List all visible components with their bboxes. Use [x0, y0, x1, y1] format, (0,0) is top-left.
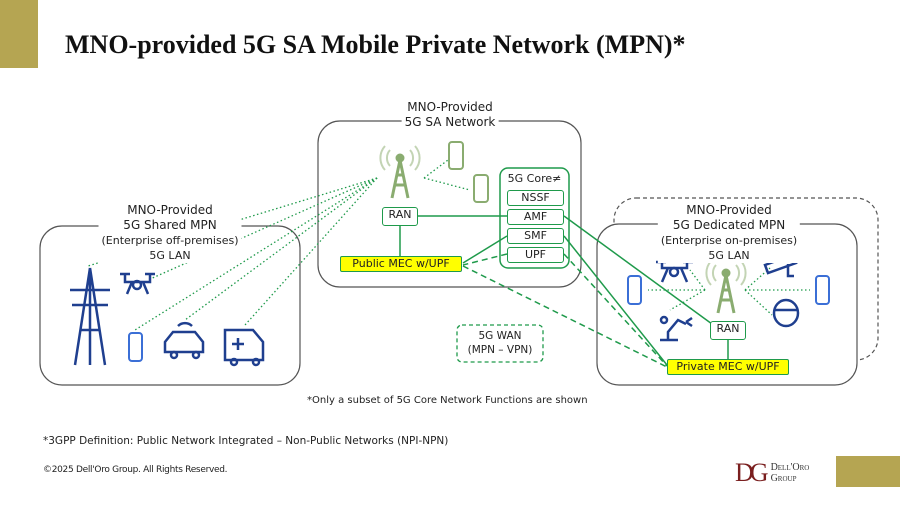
public-mec-node: Public MEC w/UPF	[340, 256, 462, 272]
smartphone-icon	[627, 275, 642, 305]
logo-text: Dell'Oro Group	[771, 462, 810, 484]
core-function-upf: UPF	[507, 247, 564, 263]
label-line: 5G LAN	[149, 249, 191, 262]
cell-tower-icon	[379, 145, 421, 199]
gold-accent-block	[0, 0, 38, 68]
label-line: MNO-Provided	[407, 100, 493, 114]
dedicated-mpn-label: MNO-Provided 5G Dedicated MPN (Enterpris…	[657, 203, 801, 263]
label-line: MNO-Provided	[127, 203, 213, 217]
logo-line: Group	[770, 473, 797, 484]
robot-arm-icon	[659, 315, 693, 342]
copyright: ©2025 Dell'Oro Group. All Rights Reserve…	[43, 465, 228, 475]
label-line: 5G WAN	[478, 330, 522, 342]
smartphone-icon	[128, 332, 143, 362]
definition-footnote: *3GPP Definition: Public Network Integra…	[43, 435, 449, 447]
shared-mpn-label: MNO-Provided 5G Shared MPN (Enterprise o…	[98, 203, 242, 263]
smartphone-icon	[815, 275, 830, 305]
wired-links	[399, 215, 729, 366]
label-line: 5G SA Network	[404, 115, 496, 129]
label-line: (MPN – VPN)	[467, 344, 533, 356]
smartphone-icon	[473, 174, 489, 203]
label-line: 5G Shared MPN	[123, 218, 217, 232]
private-ran-node: RAN	[710, 321, 746, 340]
private-cell-tower-icon	[705, 260, 747, 314]
connected-car-icon	[163, 321, 205, 360]
label-line: MNO-Provided	[686, 203, 772, 217]
private-mec-node: Private MEC w/UPF	[667, 359, 789, 375]
page-title: MNO-provided 5G SA Mobile Private Networ…	[65, 30, 686, 59]
label-line: (Enterprise on-premises)	[660, 234, 798, 247]
core-function-nssf: NSSF	[507, 190, 564, 206]
logo-mark: DG	[735, 458, 769, 487]
5g-wan-label: 5G WAN (MPN – VPN)	[457, 329, 543, 357]
delloro-logo: DG Dell'Oro Group	[735, 458, 809, 488]
drone-icon	[120, 272, 155, 295]
wan-dashed-links	[462, 253, 668, 368]
smartphone-icon	[448, 141, 464, 170]
5g-core-title: 5G Core≠	[507, 172, 562, 185]
public-ran-node: RAN	[382, 207, 418, 226]
vr-headset-icon	[772, 298, 800, 328]
label-line: (Enterprise off-premises)	[101, 234, 239, 247]
5g-wan-box	[456, 324, 544, 363]
ambulance-icon	[223, 328, 265, 367]
core-footnote: *Only a subset of 5G Core Network Functi…	[307, 395, 588, 406]
logo-line: Dell'Oro	[770, 462, 810, 473]
core-function-amf: AMF	[507, 209, 564, 225]
label-line: 5G Dedicated MPN	[672, 218, 786, 232]
sa-network-label: MNO-Provided 5G SA Network	[401, 100, 499, 130]
power-pylon-icon	[70, 267, 110, 366]
wireless-links	[87, 159, 810, 331]
core-function-smf: SMF	[507, 228, 564, 244]
label-line: 5G LAN	[708, 249, 750, 262]
gold-accent-block-bottom	[836, 456, 900, 487]
